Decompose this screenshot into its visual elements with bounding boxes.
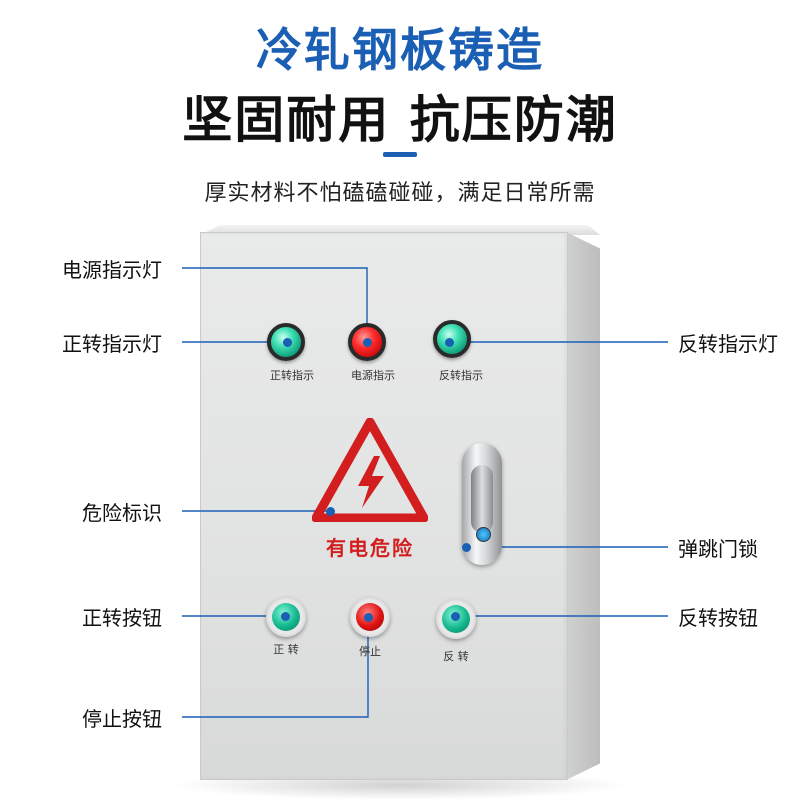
danger-warning-icon bbox=[312, 418, 428, 522]
callout-door-lock: 弹跳门锁 bbox=[678, 537, 758, 561]
dot-door-lock bbox=[462, 543, 471, 552]
callout-forward-lamp: 正转指示灯 bbox=[62, 332, 162, 356]
cabinet-front bbox=[200, 232, 568, 780]
callout-forward-button: 正转按钮 bbox=[82, 606, 162, 630]
line-stop-button bbox=[182, 617, 369, 718]
callout-stop-button: 停止按钮 bbox=[82, 707, 162, 731]
danger-warning-text: 有电危险 bbox=[326, 536, 414, 560]
reverse-indicator-lamp bbox=[433, 320, 471, 358]
dot-stop-button bbox=[364, 613, 373, 622]
subtitle: 厚实材料不怕磕磕碰碰，满足日常所需 bbox=[204, 181, 596, 206]
cabinet-side bbox=[566, 232, 600, 780]
dot-forward-button bbox=[281, 612, 290, 621]
dot-reverse-button bbox=[451, 612, 460, 621]
callout-power-lamp: 电源指示灯 bbox=[62, 258, 162, 282]
button-label-reverse: 反 转 bbox=[443, 650, 469, 663]
lamp-label-power: 电源指示 bbox=[351, 369, 395, 382]
dot-power-lamp bbox=[363, 338, 372, 347]
lock-keyhole-icon bbox=[476, 527, 491, 542]
title-underline bbox=[383, 152, 417, 157]
callout-danger-mark: 危险标识 bbox=[82, 501, 162, 525]
dot-forward-lamp bbox=[283, 338, 292, 347]
button-label-stop: 停止 bbox=[359, 645, 381, 658]
callout-reverse-button: 反转按钮 bbox=[678, 606, 758, 630]
lamp-label-forward: 正转指示 bbox=[270, 369, 314, 382]
line-power-lamp bbox=[182, 267, 368, 342]
headline-secondary: 坚固耐用 抗压防潮 bbox=[182, 91, 618, 149]
callout-reverse-lamp: 反转指示灯 bbox=[678, 332, 778, 356]
button-label-forward: 正 转 bbox=[273, 643, 299, 656]
lamp-label-reverse: 反转指示 bbox=[439, 369, 483, 382]
dot-reverse-lamp bbox=[445, 338, 454, 347]
headline-primary: 冷轧钢板铸造 bbox=[256, 23, 544, 77]
cabinet-top bbox=[200, 225, 600, 235]
dot-danger-mark bbox=[326, 507, 335, 516]
lock-handle bbox=[471, 465, 493, 533]
